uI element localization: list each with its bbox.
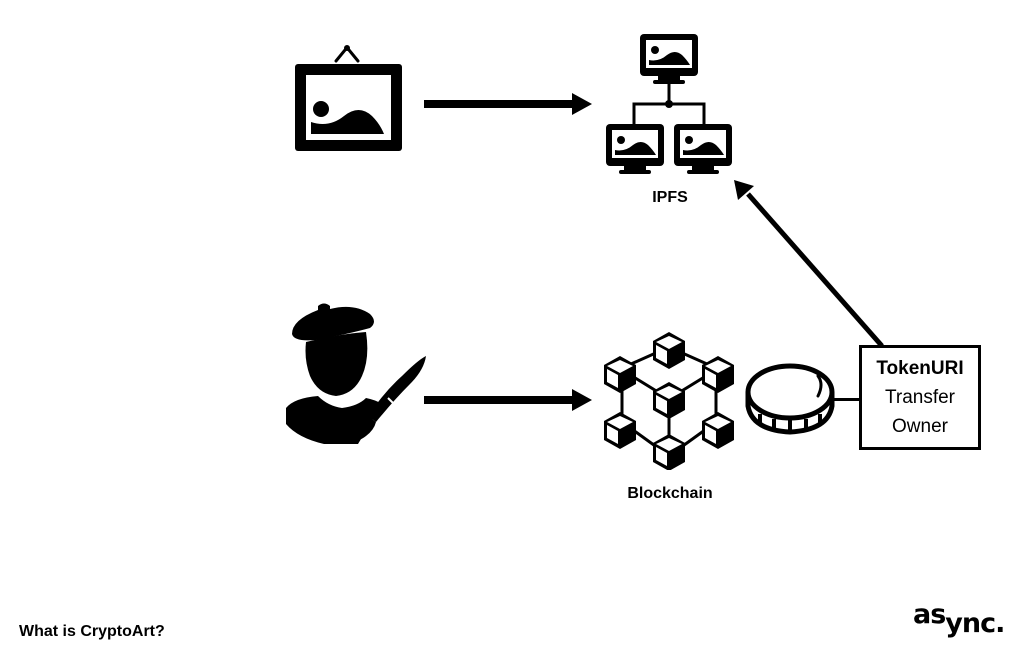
ipfs-network-icon bbox=[604, 32, 736, 178]
framed-picture-icon bbox=[294, 44, 404, 154]
token-uri-text: TokenURI bbox=[876, 358, 964, 379]
arrow-metadata-to-ipfs bbox=[730, 180, 890, 350]
ipfs-label: IPFS bbox=[652, 189, 688, 206]
blockchain-cubes-icon bbox=[598, 330, 740, 470]
brand-logo-part2: ync. bbox=[945, 608, 1005, 639]
blockchain-label: Blockchain bbox=[627, 485, 713, 502]
arrow-artist-to-blockchain bbox=[424, 387, 594, 413]
slide-title: What is CryptoArt? bbox=[19, 623, 165, 640]
arrow-artwork-to-ipfs bbox=[424, 91, 594, 117]
coin-icon bbox=[744, 362, 836, 438]
brand-logo: async. bbox=[913, 599, 1005, 639]
connector-coin-to-metadata bbox=[834, 398, 860, 401]
artist-painter-icon bbox=[284, 298, 432, 446]
transfer-text: Transfer bbox=[884, 387, 956, 408]
brand-logo-part1: as bbox=[913, 599, 946, 630]
owner-text: Owner bbox=[892, 416, 948, 437]
token-metadata-box: TokenURI Transfer Owner bbox=[859, 345, 981, 450]
